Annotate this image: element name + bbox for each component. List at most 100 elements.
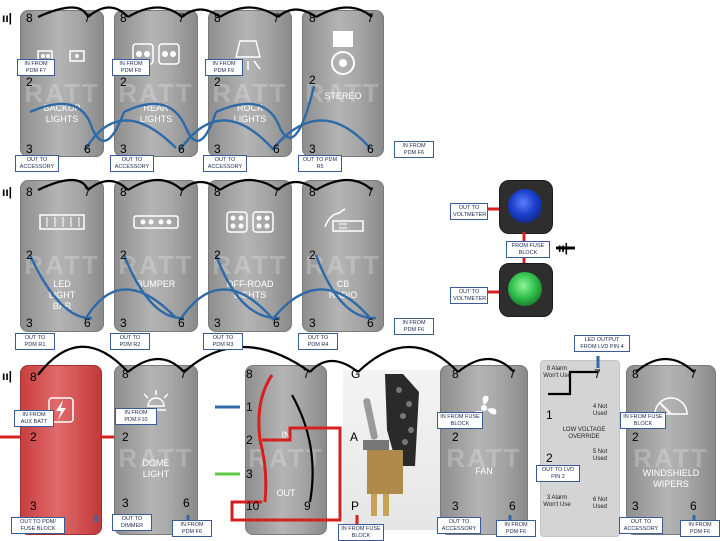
bumper-light-icon	[131, 213, 181, 231]
wiper-icon	[651, 394, 691, 420]
pin-label: 8	[26, 11, 33, 25]
pin-label: 2	[309, 73, 316, 87]
watermark: RATT	[118, 443, 194, 474]
pin-label: 9	[304, 499, 311, 513]
pin-label: 7	[594, 367, 601, 381]
note-box: OUT TO PDM R5	[298, 155, 342, 172]
toggle-switch-icon	[363, 374, 419, 516]
switch-label: FAN	[475, 466, 493, 476]
pin-label: 3	[452, 499, 459, 513]
pin-label: 2	[30, 430, 37, 444]
pin-label: 7	[273, 11, 280, 25]
pin-label: 8	[309, 11, 316, 25]
ground-symbol: ıı|	[558, 241, 569, 255]
note-box: LED OUTPUT FROM LVD PIN 4	[574, 335, 630, 352]
pin-label: P	[351, 499, 360, 513]
lvd-pin-note: 6 Not Used	[592, 497, 608, 510]
pin-label: 6	[273, 142, 280, 156]
pin-label: 2	[632, 430, 639, 444]
pin-label: 7	[367, 11, 374, 25]
pin-label: 6	[367, 316, 374, 330]
pin-label: 2	[246, 433, 253, 447]
note-box: IN FROM PDM F6	[394, 141, 434, 158]
pin-label: 3	[309, 316, 316, 330]
pin-label: 6	[509, 499, 516, 513]
pin-label: 3	[26, 142, 33, 156]
pin-label: 8	[214, 11, 221, 25]
switch-label: ROCK LIGHTS	[233, 103, 267, 124]
note-box: FROM FUSE BLOCK	[506, 241, 550, 258]
pin-label: 3	[246, 467, 253, 481]
watermark: RATT	[633, 443, 709, 474]
watermark: RATT	[118, 77, 194, 108]
switch-label: CB RADIO	[328, 279, 358, 300]
note-box: OUT TO LVD PIN 2	[536, 465, 580, 482]
pin-label: 6	[367, 142, 374, 156]
note-box: OUT TO PDM/ FUSE BLOCK	[11, 517, 65, 534]
pin-label: 2	[26, 75, 33, 89]
pin-label: 3	[632, 499, 639, 513]
pin-label: 6	[273, 316, 280, 330]
switch-label: DOME LIGHT	[142, 458, 170, 479]
toggle-switch-photo	[343, 370, 440, 530]
pin-label: 8	[214, 185, 221, 199]
note-box: IN FROM PDM F6	[394, 318, 434, 335]
pin-label: 6	[183, 496, 190, 510]
pin-label: 7	[690, 367, 697, 381]
pin-label: 7	[180, 367, 187, 381]
lvd-pin-note: 3 Alarm Won't Use	[543, 495, 571, 508]
pin-label: 2	[26, 248, 33, 262]
pin-label: 8	[246, 367, 253, 381]
switch-label: WINDSHIELD WIPERS	[642, 468, 700, 489]
note-box: IN FROM PDM F9	[205, 59, 243, 76]
stereo-icon	[330, 29, 356, 79]
pin-label: 8	[122, 367, 129, 381]
note-box: IN FROM PDM F7	[17, 59, 55, 76]
pin-label: 7	[303, 367, 310, 381]
pin-label: 7	[178, 11, 185, 25]
pin-label: 1	[246, 400, 253, 414]
aux-battery-switch	[20, 365, 102, 535]
pin-label: 7	[84, 185, 91, 199]
light-bar-icon	[37, 211, 87, 233]
switch-label: BACKUP LIGHTS	[43, 103, 81, 124]
note-box: OUT TO PDM R4	[298, 333, 338, 350]
windshield-wipers-switch: RATT WINDSHIELD WIPERS	[626, 365, 716, 535]
note-box: IN FROM PDM F6	[496, 520, 536, 537]
pin-label: 7	[367, 185, 374, 199]
note-box: IN FROM AUX BATT	[14, 410, 54, 427]
note-box: OUT TO ACCESSORY	[437, 517, 481, 534]
note-box: IN FROM FUSE BLOCK	[338, 524, 384, 541]
note-box: OUT TO ACCESSORY	[203, 155, 247, 172]
note-box: IN FROM PDM F8	[112, 59, 150, 76]
note-box: OUT TO ACCESSORY	[110, 155, 154, 172]
pin-label: 2	[452, 430, 459, 444]
dome-light-switch: RATT DOME LIGHT	[114, 365, 198, 535]
pin-label: 7	[178, 185, 185, 199]
note-box: OUT TO PDM R1	[15, 333, 55, 350]
pin-label: 2	[214, 248, 221, 262]
pin-label: 8	[452, 367, 459, 381]
pin-label: 6	[690, 499, 697, 513]
pin-label: 7	[273, 185, 280, 199]
pin-label: 8	[309, 185, 316, 199]
note-box: IN FROM PDM F10	[115, 408, 157, 425]
switch-label: LED LIGHT BAR	[48, 279, 76, 311]
pin-label: 7	[509, 367, 516, 381]
watermark: RATT	[305, 250, 381, 280]
pin-label: 3	[122, 496, 129, 510]
pin-label: 7	[84, 11, 91, 25]
pin-label: 2	[214, 75, 221, 89]
ground-symbol: ıı|	[2, 185, 13, 199]
green-led-indicator	[508, 272, 542, 306]
pin-label: 2	[546, 451, 553, 465]
lvd-pin-note: 8 Alarm Won't Use	[543, 366, 571, 379]
switch-label: REAR LIGHTS	[139, 103, 173, 124]
pin-label: 6	[84, 142, 91, 156]
note-box: IN FROM PDM F6	[680, 520, 720, 537]
watermark: RATT	[212, 250, 288, 280]
pin-label: G	[351, 367, 361, 381]
note-box: OUT TO PDM R3	[203, 333, 243, 350]
ground-symbol: ıı|	[2, 369, 13, 383]
note-box: OUT TO ACCESSORY	[15, 155, 59, 172]
